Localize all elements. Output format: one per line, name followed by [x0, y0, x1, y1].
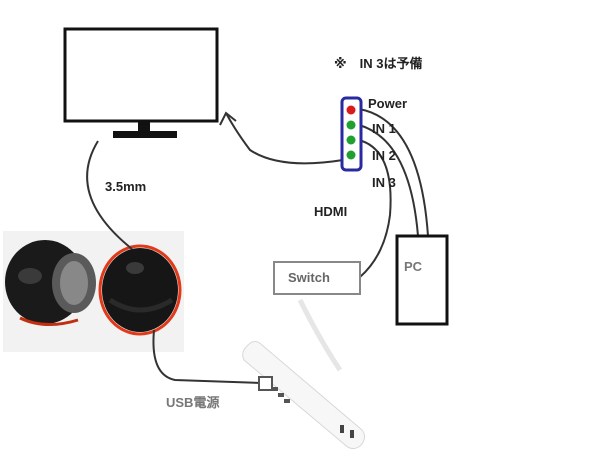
switch-box [273, 261, 361, 295]
input-3-label: IN 3 [372, 175, 396, 190]
in3-led [346, 150, 356, 160]
power-label: Power [368, 96, 408, 111]
input-2-label: IN 2 [372, 148, 396, 163]
switch-label: Switch [288, 270, 330, 285]
hdmi-switch-box [340, 96, 363, 172]
power-led [346, 105, 356, 115]
cables [86, 108, 429, 384]
in1-led [346, 120, 356, 130]
pc-box [395, 234, 449, 326]
in2-led [346, 135, 356, 145]
speakers-image [3, 231, 184, 352]
usb-power-strip [242, 298, 366, 450]
monitor [63, 27, 219, 138]
usb-power-label: USB電源 [166, 395, 220, 410]
cable-label: 3.5mm [105, 179, 147, 194]
input-1-label: IN 1 [372, 121, 396, 136]
hdmi-label: HDMI [314, 204, 348, 219]
pc-label: PC [404, 259, 423, 274]
note-text: ※ IN 3は予備 [334, 56, 423, 71]
